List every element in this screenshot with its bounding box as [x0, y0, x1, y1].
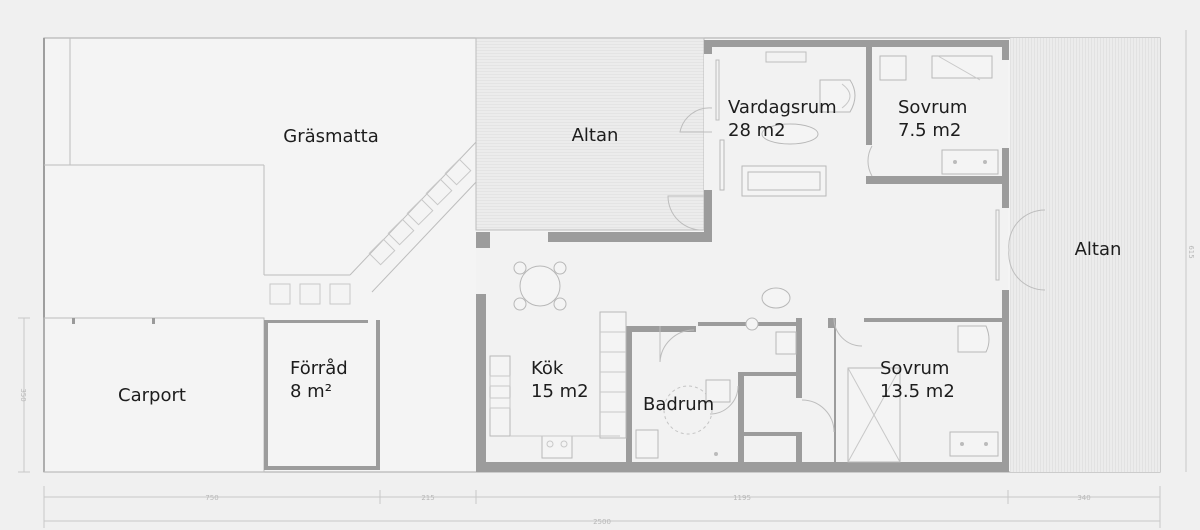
patio-right-deck — [1010, 38, 1160, 472]
dimension-height-left: 350 — [19, 388, 27, 401]
label-bathroom: Badrum — [643, 394, 714, 415]
bedroom-large-furniture — [847, 325, 999, 463]
bathroom-fixtures — [635, 317, 797, 459]
label-storage: Förråd — [290, 358, 348, 379]
label-carport: Carport — [118, 385, 186, 406]
patio-top-deck — [476, 38, 704, 230]
label-lawn: Gräsmatta — [283, 126, 378, 147]
label-living-room: Vardagsrum — [728, 97, 837, 118]
house-walls — [476, 40, 1009, 472]
bedroom-small-furniture — [879, 55, 999, 175]
label-bedroom-small-area: 7.5 m2 — [898, 120, 961, 141]
dimension-lines — [18, 30, 1187, 528]
label-storage-area: 8 m² — [290, 381, 332, 402]
dimension-total: 2500 — [593, 518, 611, 526]
label-bedroom-small: Sovrum — [898, 97, 967, 118]
dimension-seg-3: 1195 — [733, 494, 751, 502]
doors — [659, 51, 1046, 433]
label-bedroom-large: Sovrum — [880, 358, 949, 379]
kitchen-furniture — [489, 261, 791, 459]
label-bedroom-large-area: 13.5 m2 — [880, 381, 955, 402]
dimension-height-right: 615 — [1187, 245, 1195, 258]
label-patio-top: Altan — [572, 125, 619, 146]
dimension-seg-2: 215 — [421, 494, 434, 502]
label-kitchen-area: 15 m2 — [531, 381, 589, 402]
living-furniture — [719, 79, 856, 197]
dimension-seg-1: 750 — [205, 494, 218, 502]
label-living-area: 28 m2 — [728, 120, 786, 141]
garden-path — [269, 139, 479, 305]
label-patio-right: Altan — [1075, 239, 1122, 260]
dimension-seg-4: 340 — [1077, 494, 1090, 502]
label-kitchen: Kök — [531, 358, 564, 379]
storage-walls — [264, 320, 380, 470]
